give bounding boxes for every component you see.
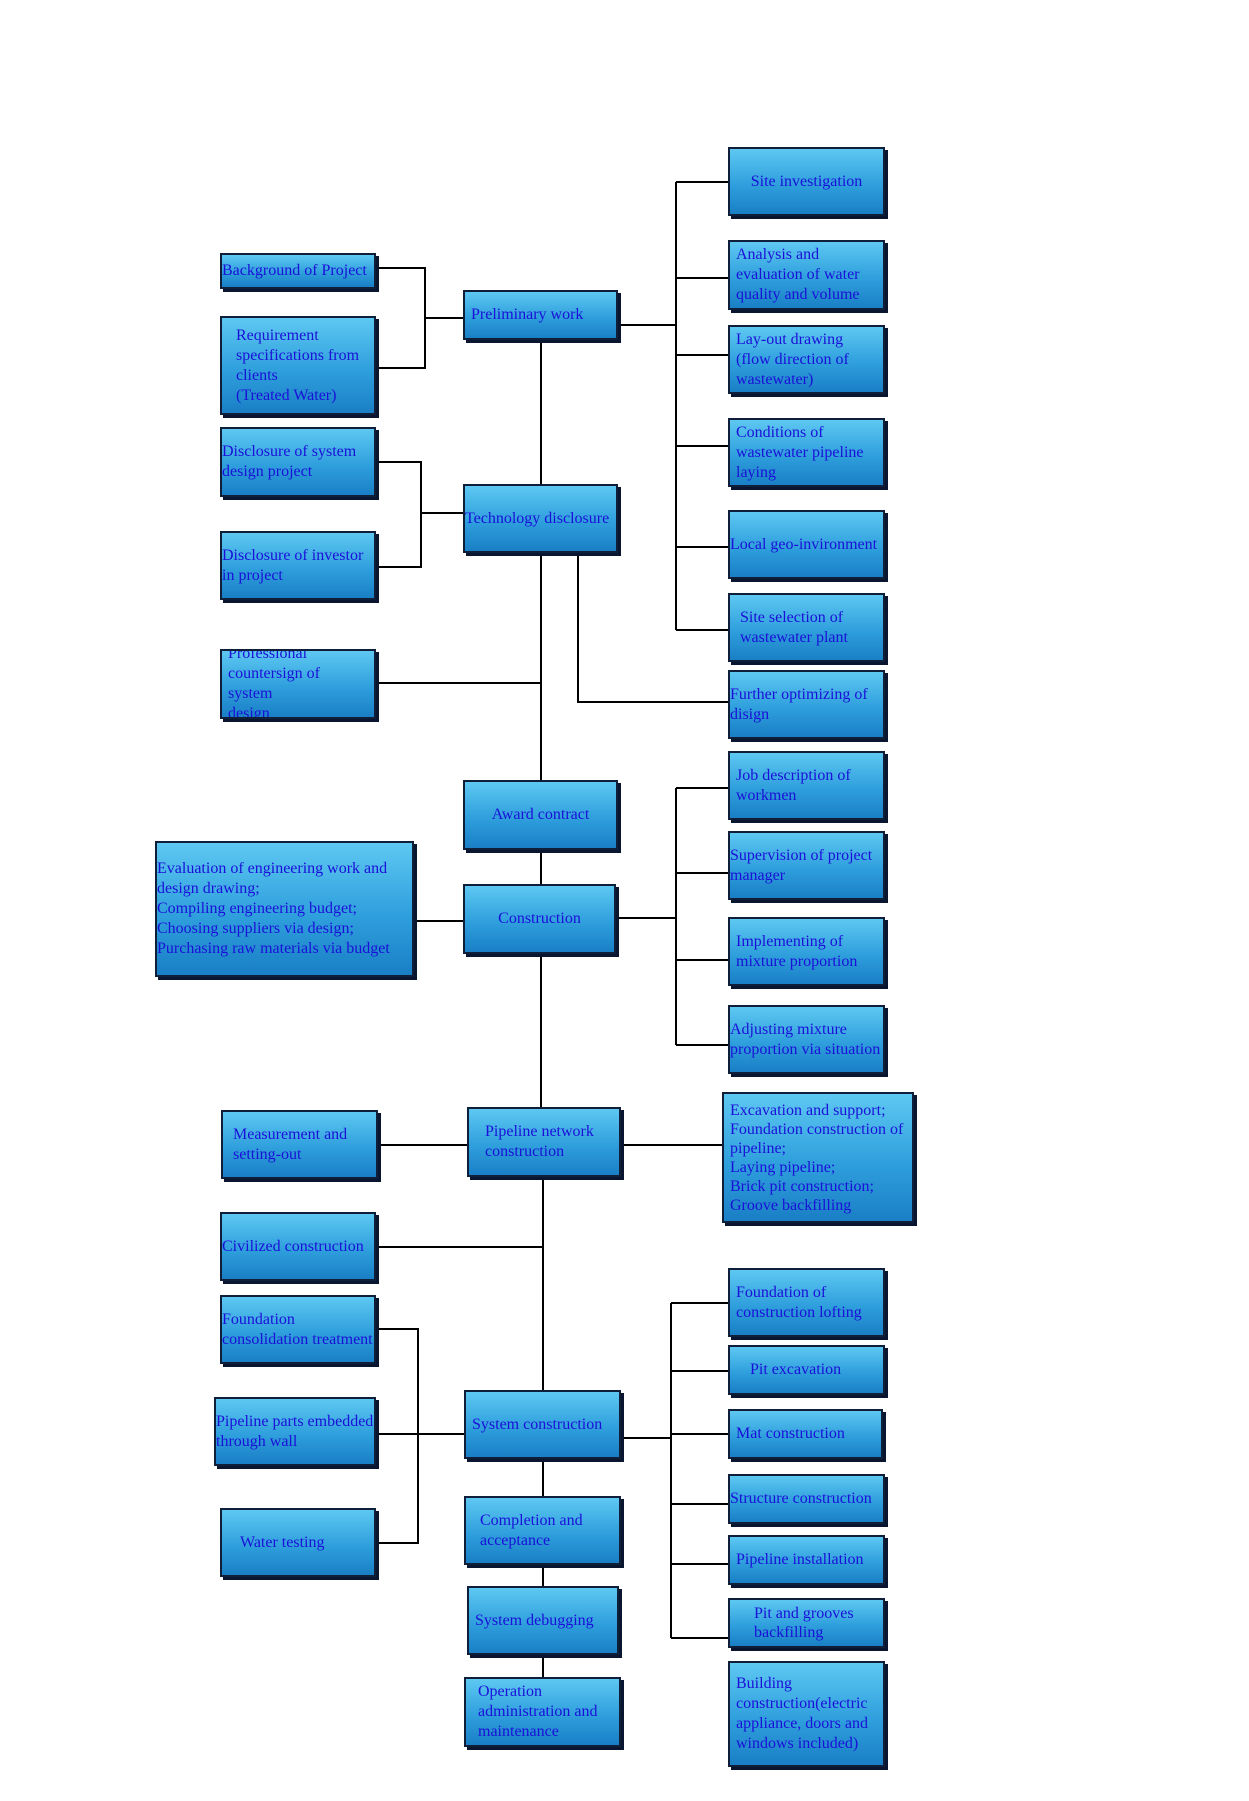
node-system-construction[interactable]: System construction	[464, 1390, 621, 1459]
node-excavation-support[interactable]: Excavation and support; Foundation const…	[722, 1092, 914, 1223]
node-pit-grooves-backfilling[interactable]: Pit and grooves backfilling	[728, 1598, 885, 1648]
node-preliminary-work[interactable]: Preliminary work	[463, 290, 618, 340]
node-further-optimizing[interactable]: Further optimizing of disign	[728, 670, 885, 739]
node-pipeline-parts-embedded[interactable]: Pipeline parts embedded through wall	[214, 1397, 376, 1466]
node-supervision-pm[interactable]: Supervision of project manager	[728, 831, 885, 900]
node-layout-drawing[interactable]: Lay-out drawing (flow direction of waste…	[728, 325, 885, 394]
node-professional-countersign[interactable]: Professional countersign of system desig…	[220, 649, 376, 719]
node-disclosure-system-design[interactable]: Disclosure of system design project	[220, 427, 376, 497]
node-local-geo-environment[interactable]: Local geo-invironment	[728, 510, 885, 579]
node-operation-administration[interactable]: Operation administration and maintenance	[464, 1677, 621, 1747]
connector	[376, 267, 426, 369]
node-foundation-lofting[interactable]: Foundation of construction lofting	[728, 1268, 885, 1337]
node-job-description[interactable]: Job description of workmen	[728, 751, 885, 820]
node-requirement-specifications[interactable]: Requirement specifications from clients …	[220, 316, 376, 415]
node-adjusting-mixture[interactable]: Adjusting mixture proportion via situati…	[728, 1005, 885, 1074]
node-evaluation-engineering[interactable]: Evaluation of engineering work and desig…	[155, 841, 414, 977]
node-completion-acceptance[interactable]: Completion and acceptance	[464, 1496, 621, 1565]
node-pipeline-installation[interactable]: Pipeline installation	[728, 1535, 885, 1585]
node-site-selection[interactable]: Site selection of wastewater plant	[728, 593, 885, 662]
node-measurement-setting-out[interactable]: Measurement and setting-out	[221, 1110, 378, 1179]
node-mat-construction[interactable]: Mat construction	[728, 1409, 883, 1459]
node-water-testing[interactable]: Water testing	[220, 1508, 376, 1577]
connector	[376, 1328, 419, 1544]
node-pit-excavation[interactable]: Pit excavation	[728, 1345, 885, 1395]
node-building-construction[interactable]: Building construction(electric appliance…	[728, 1661, 885, 1767]
node-site-investigation[interactable]: Site investigation	[728, 147, 885, 216]
node-background-of-project[interactable]: Background of Project	[220, 253, 376, 289]
node-award-contract[interactable]: Award contract	[463, 780, 618, 850]
node-conditions-pipeline[interactable]: Conditions of wastewater pipeline laying	[728, 418, 885, 487]
node-disclosure-investor[interactable]: Disclosure of investor in project	[220, 531, 376, 600]
connector	[577, 553, 728, 703]
node-foundation-consolidation[interactable]: Foundation consolidation treatment	[220, 1295, 376, 1364]
node-technology-disclosure[interactable]: Technology disclosure	[463, 484, 618, 553]
node-system-debugging[interactable]: System debugging	[467, 1586, 619, 1655]
node-pipeline-network-construction[interactable]: Pipeline network construction	[467, 1107, 621, 1177]
node-construction[interactable]: Construction	[463, 884, 616, 954]
connector	[376, 461, 422, 568]
node-implementing-mixture[interactable]: Implementing of mixture proportion	[728, 917, 885, 986]
node-analysis-water-quality[interactable]: Analysis and evaluation of water quality…	[728, 240, 885, 310]
node-structure-construction[interactable]: Structure construction	[728, 1474, 885, 1524]
node-civilized-construction[interactable]: Civilized construction	[220, 1212, 376, 1281]
